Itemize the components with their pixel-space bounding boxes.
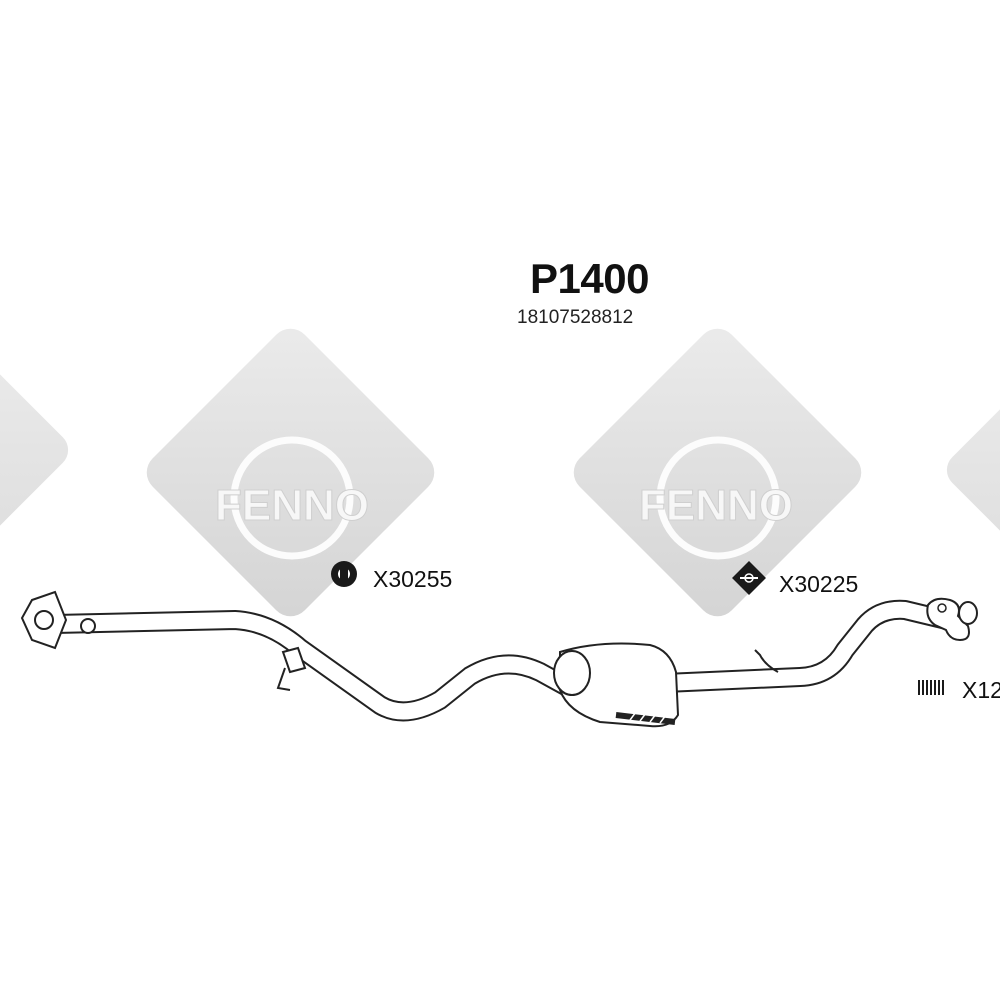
watermark-brand-right: FENNO xyxy=(639,481,793,530)
sensor-wire xyxy=(754,649,779,673)
muffler xyxy=(553,642,680,728)
spring-bolt-icon xyxy=(918,680,944,695)
oem-number: 18107528812 xyxy=(517,307,634,328)
rubber-hanger-icon xyxy=(331,561,357,587)
product-code: P1400 xyxy=(530,255,649,302)
part-label-spring: X12 xyxy=(962,677,1000,703)
watermark-logo-right: FENNO xyxy=(573,328,862,617)
diamond-mount-icon xyxy=(732,561,766,595)
rear-flange xyxy=(926,597,978,642)
front-flange xyxy=(20,590,96,650)
part-label-mount: X30225 xyxy=(779,571,859,597)
watermark-brand-left: FENNO xyxy=(215,481,369,530)
hanger-bracket xyxy=(276,646,307,691)
watermark-logo-left-partial xyxy=(0,301,69,599)
exhaust-pipe xyxy=(45,599,965,722)
watermark-logo-right-partial xyxy=(946,321,1000,619)
watermark-logo-left: FENNO xyxy=(146,328,435,617)
part-label-hanger: X30255 xyxy=(373,566,453,592)
